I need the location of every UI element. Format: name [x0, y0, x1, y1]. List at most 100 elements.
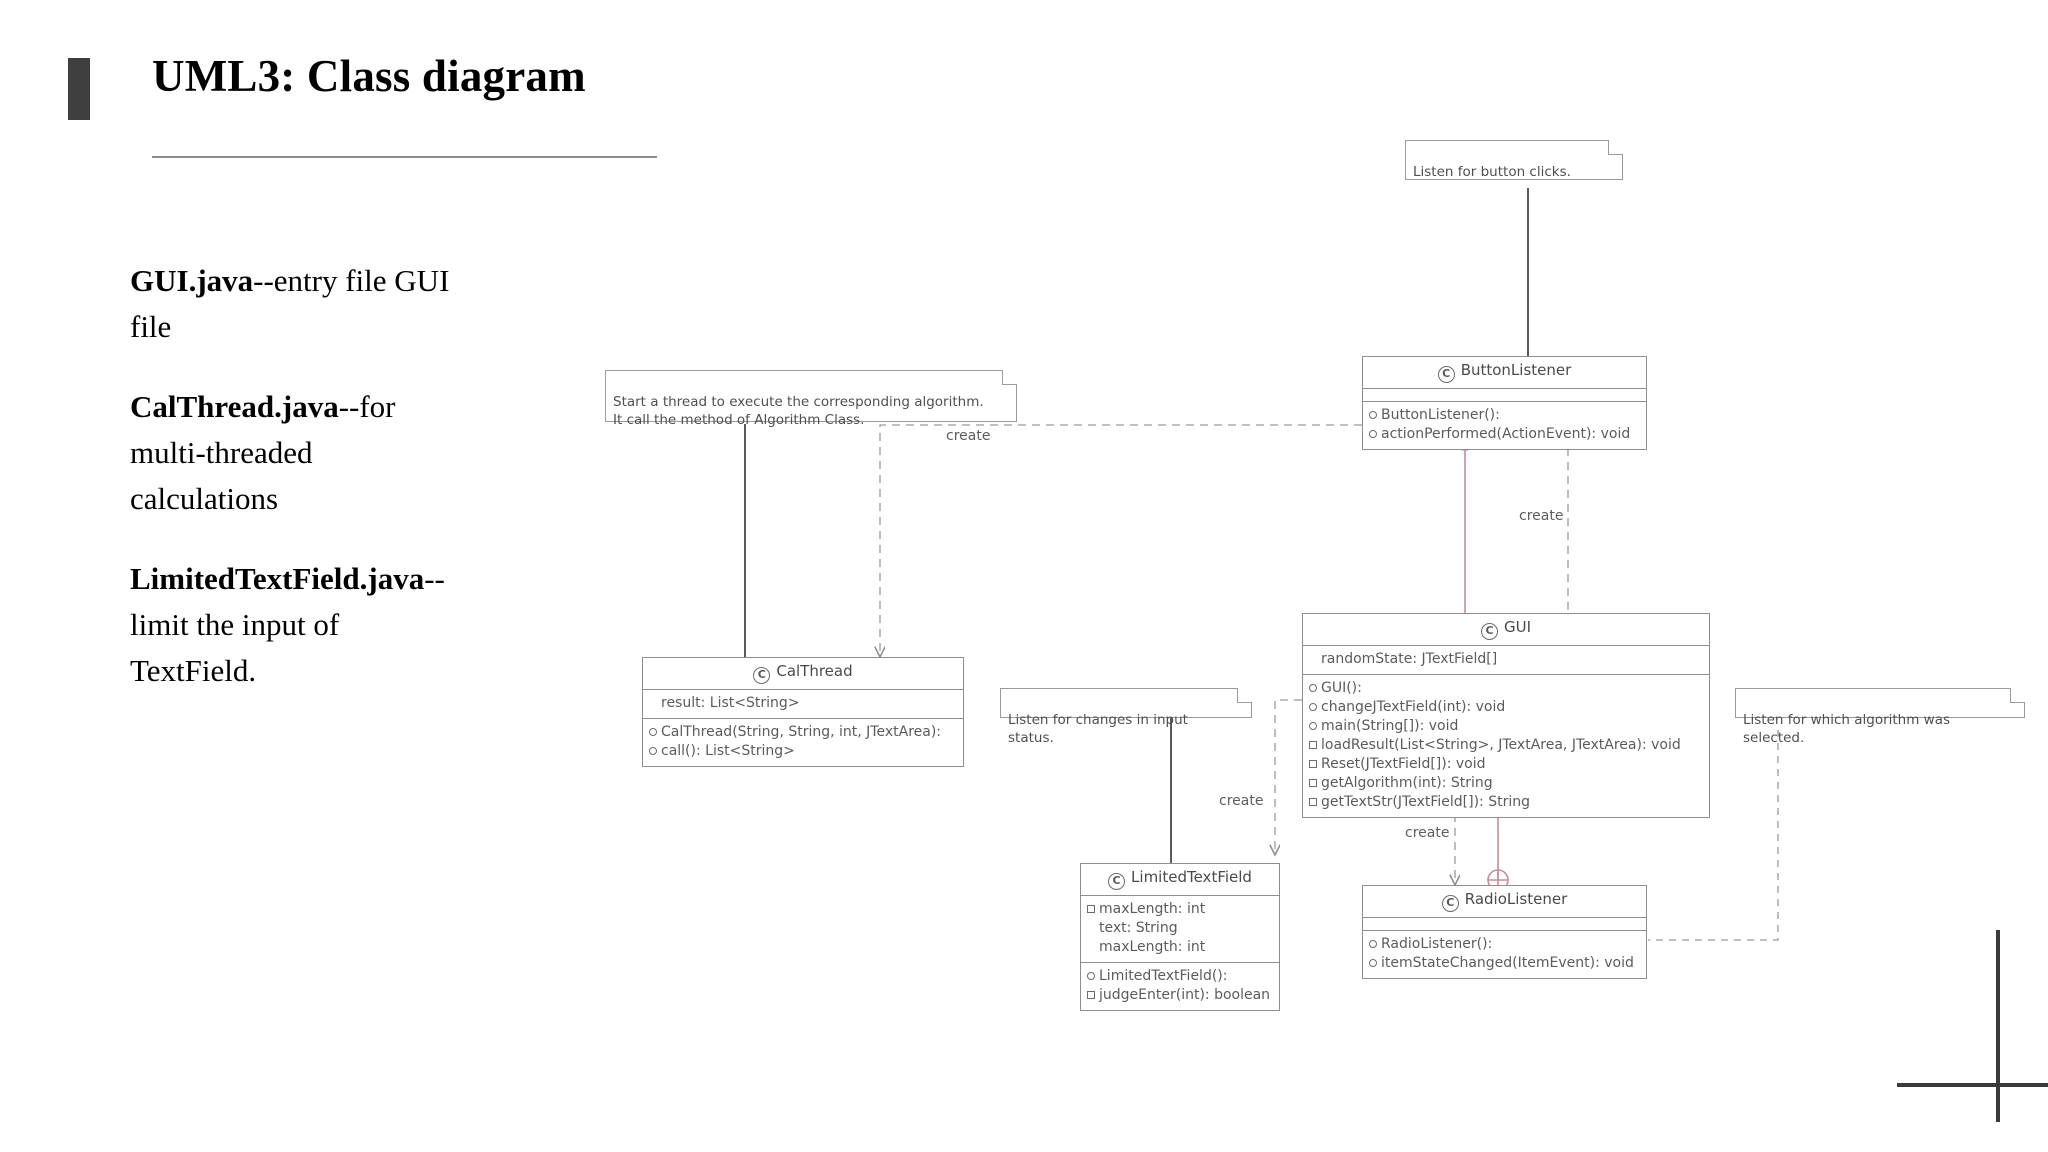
- note-start-a-thread: Start a thread to execute the correspond…: [605, 370, 1017, 428]
- class-operation-row: CalThread(String, String, int, JTextArea…: [649, 723, 957, 742]
- visibility-public-icon: [1369, 430, 1377, 438]
- page-title: UML3: Class diagram: [152, 51, 586, 101]
- edge-label-create-buttonlistener: create: [1516, 508, 1567, 524]
- visibility-public-icon: [1369, 411, 1377, 419]
- description-filename-gui: GUI.java: [130, 263, 254, 298]
- connector-create-calthread: [880, 424, 1362, 657]
- uml-class-radiolistener[interactable]: C RadioListener RadioListener(): itemStat…: [1362, 885, 1647, 979]
- note-text: Start a thread to execute the correspond…: [613, 394, 984, 428]
- description-paragraph-gui: GUI.java--entry file GUI file: [130, 258, 450, 350]
- description-text-limitedtextfield: --limit the input of TextField.: [130, 561, 445, 688]
- class-operation-row: LimitedTextField():: [1087, 967, 1273, 986]
- operation-text: call(): List<String>: [661, 743, 795, 759]
- class-operation-row: Reset(JTextField[]): void: [1309, 755, 1703, 774]
- uml-class-buttonlistener[interactable]: C ButtonListener ButtonListener(): action…: [1362, 356, 1647, 450]
- visibility-none-icon: [649, 699, 657, 707]
- note-listen-for-button-clicks: Listen for button clicks.: [1405, 140, 1623, 180]
- left-description-block: GUI.java--entry file GUI file CalThread.…: [130, 258, 450, 694]
- class-name: ButtonListener: [1460, 361, 1572, 379]
- description-paragraph-limitedtextfield: LimitedTextField.java--limit the input o…: [130, 556, 450, 694]
- class-operations-gui: GUI(): changeJTextField(int): void main(…: [1303, 675, 1709, 817]
- class-operation-row: call(): List<String>: [649, 742, 957, 761]
- class-name: LimitedTextField: [1131, 868, 1252, 886]
- note-text: Listen for button clicks.: [1413, 164, 1571, 180]
- class-name: CalThread: [776, 662, 853, 680]
- connector-note-algorithmselected: [1648, 730, 1779, 941]
- visibility-public-icon: [1369, 940, 1377, 948]
- description-text-calthread: --for multi-threaded calculations: [130, 389, 396, 516]
- class-attributes-calthread: result: List<String>: [643, 690, 963, 719]
- crop-mark-horizontal: [1897, 1083, 2048, 1087]
- operation-text: changeJTextField(int): void: [1321, 699, 1506, 715]
- edge-label-create-radiolistener: create: [1402, 825, 1453, 841]
- description-filename-limitedtextfield: LimitedTextField.java: [130, 561, 425, 596]
- description-filename-calthread: CalThread.java: [130, 389, 339, 424]
- operation-text: GUI():: [1321, 680, 1362, 696]
- edge-label-create-limitedtextfield: create: [1216, 793, 1267, 809]
- visibility-none-icon: [1309, 655, 1317, 663]
- class-operation-row: getAlgorithm(int): String: [1309, 774, 1703, 793]
- operation-text: getTextStr(JTextField[]): String: [1321, 794, 1530, 810]
- class-name: RadioListener: [1464, 890, 1568, 908]
- class-operation-row: getTextStr(JTextField[]): String: [1309, 793, 1703, 812]
- class-header-calthread: C CalThread: [643, 658, 963, 690]
- class-operation-row: main(String[]): void: [1309, 717, 1703, 736]
- class-attribute-row: maxLength: int: [1087, 938, 1273, 957]
- operation-text: Reset(JTextField[]): void: [1321, 756, 1486, 772]
- operation-text: CalThread(String, String, int, JTextArea…: [661, 724, 942, 740]
- visibility-private-icon: [1309, 779, 1317, 787]
- uml-class-calthread[interactable]: C CalThread result: List<String> CalThrea…: [642, 657, 964, 767]
- class-attributes-gui: randomState: JTextField[]: [1303, 646, 1709, 675]
- operation-text: actionPerformed(ActionEvent): void: [1381, 426, 1631, 442]
- class-operation-row: judgeEnter(int): boolean: [1087, 986, 1273, 1005]
- class-header-buttonlistener: C ButtonListener: [1363, 357, 1646, 389]
- class-attributes-limitedtextfield: maxLength: int text: String maxLength: i…: [1081, 896, 1279, 963]
- visibility-public-icon: [649, 747, 657, 755]
- class-stereotype-icon: C: [753, 667, 771, 684]
- note-text: Listen for changes in input status.: [1008, 712, 1188, 746]
- note-dogear-icon: [1237, 688, 1252, 703]
- class-attribute-row: text: String: [1087, 919, 1273, 938]
- note-text: Listen for which algorithm was selected.: [1743, 712, 1951, 746]
- class-operation-row: GUI():: [1309, 679, 1703, 698]
- visibility-private-icon: [1087, 991, 1095, 999]
- note-dogear-icon: [1002, 370, 1017, 385]
- operation-text: loadResult(List<String>, JTextArea, JTex…: [1321, 737, 1681, 753]
- class-attributes-buttonlistener: [1363, 389, 1646, 402]
- visibility-private-icon: [1309, 798, 1317, 806]
- visibility-none-icon: [1087, 924, 1095, 932]
- operation-text: judgeEnter(int): boolean: [1099, 987, 1271, 1003]
- visibility-public-icon: [649, 728, 657, 736]
- description-text-gui: --entry file GUI file: [130, 263, 450, 344]
- operation-text: itemStateChanged(ItemEvent): void: [1381, 955, 1634, 971]
- class-operation-row: changeJTextField(int): void: [1309, 698, 1703, 717]
- operation-text: RadioListener():: [1381, 936, 1493, 952]
- class-attributes-radiolistener: [1363, 918, 1646, 931]
- visibility-private-icon: [1087, 905, 1095, 913]
- class-operation-row: loadResult(List<String>, JTextArea, JTex…: [1309, 736, 1703, 755]
- class-stereotype-icon: C: [1441, 895, 1459, 912]
- note-dogear-icon: [1608, 140, 1623, 155]
- operation-text: main(String[]): void: [1321, 718, 1459, 734]
- attribute-text: maxLength: int: [1099, 939, 1206, 955]
- class-operation-row: actionPerformed(ActionEvent): void: [1369, 425, 1640, 444]
- operation-text: LimitedTextField():: [1099, 968, 1228, 984]
- visibility-private-icon: [1309, 760, 1317, 768]
- class-attribute-row: maxLength: int: [1087, 900, 1273, 919]
- connector-create-limitedtextfield: [1275, 699, 1302, 855]
- visibility-public-icon: [1309, 703, 1317, 711]
- class-stereotype-icon: C: [1437, 366, 1455, 383]
- class-operations-buttonlistener: ButtonListener(): actionPerformed(Action…: [1363, 402, 1646, 449]
- attribute-text: result: List<String>: [661, 695, 800, 711]
- crop-mark-vertical: [1996, 930, 2000, 1122]
- visibility-public-icon: [1087, 972, 1095, 980]
- attribute-text: maxLength: int: [1099, 901, 1206, 917]
- visibility-none-icon: [1087, 943, 1095, 951]
